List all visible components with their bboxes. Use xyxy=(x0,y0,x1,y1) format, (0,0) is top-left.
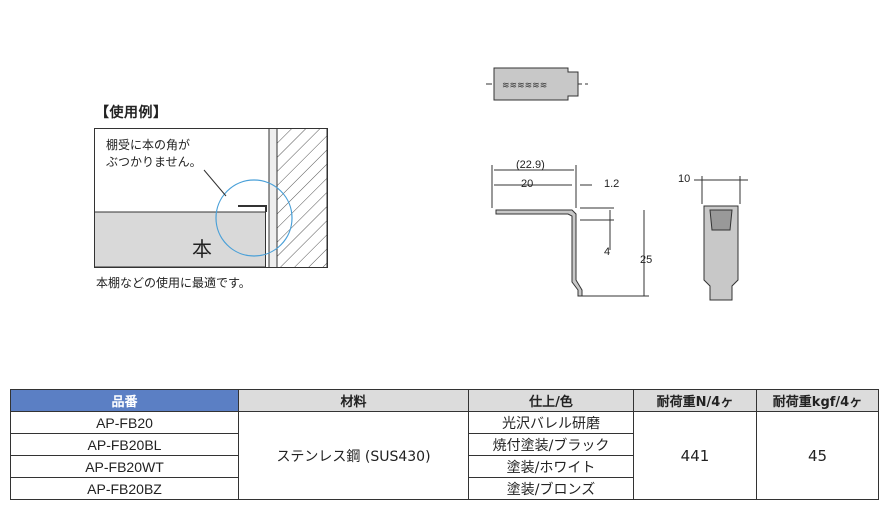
profile-shape xyxy=(495,209,583,297)
header-material: 材料 xyxy=(238,389,469,412)
side-view-drawing xyxy=(491,165,649,297)
note-line-2: ぶつかりません。 xyxy=(106,155,202,169)
model-cell: AP-FB20 xyxy=(10,411,239,434)
wall-panel xyxy=(268,128,278,268)
dim-20: 20 xyxy=(521,178,534,190)
part-front-view xyxy=(694,176,748,301)
finish-cell: 焼付塗装/ブラック xyxy=(468,433,634,456)
front-slot xyxy=(709,209,733,231)
part-marking: ≋≋≋≋≋≋ xyxy=(502,80,547,90)
dim-10: 10 xyxy=(678,173,691,185)
table-row: AP-FB20WT 塗装/ホワイト xyxy=(10,455,879,478)
dim-1-2: 1.2 xyxy=(604,178,620,190)
book-label: 本 xyxy=(192,237,212,261)
table-row: AP-FB20 ステンレス鋼 (SUS430) 光沢バレル研磨 441 45 xyxy=(10,411,879,500)
note-line-1: 棚受に本の角が xyxy=(106,138,191,152)
model-cell: AP-FB20BL xyxy=(10,433,239,456)
highlight-circle xyxy=(215,179,293,257)
finish-cell: 塗装/ホワイト xyxy=(468,455,634,478)
table-header-row: 品番 材料 仕上/色 耐荷重N/4ヶ 耐荷重kgf/4ヶ xyxy=(10,389,879,412)
dim-25: 25 xyxy=(640,254,653,266)
illustration-note: 棚受に本の角が ぶつかりません。 xyxy=(106,137,202,171)
part-top-view: ≋≋≋≋≋≋ xyxy=(486,67,588,101)
model-cell: AP-FB20WT xyxy=(10,455,239,478)
example-caption: 本棚などの使用に最適です。 xyxy=(96,276,251,290)
header-load-n: 耐荷重N/4ヶ xyxy=(633,389,757,412)
bracket-shape xyxy=(238,205,267,212)
dim-22-9: (22.9) xyxy=(516,159,545,171)
book-shape xyxy=(94,211,266,268)
load-n-cell: 441 xyxy=(633,411,757,500)
spec-table: 品番 材料 仕上/色 耐荷重N/4ヶ 耐荷重kgf/4ヶ AP-FB20 ステン… xyxy=(10,389,879,500)
finish-cell: 塗装/ブロンズ xyxy=(468,477,634,500)
material-cell: ステンレス鋼 (SUS430) xyxy=(238,411,469,500)
usage-illustration xyxy=(94,128,328,268)
header-load-kgf: 耐荷重kgf/4ヶ xyxy=(756,389,879,412)
example-heading: 【使用例】 xyxy=(95,105,168,121)
wall-hatch xyxy=(276,128,328,268)
header-finish: 仕上/色 xyxy=(468,389,634,412)
header-model: 品番 xyxy=(10,389,239,412)
leader-line xyxy=(203,169,227,197)
load-kgf-cell: 45 xyxy=(756,411,879,500)
table-row: AP-FB20BZ 塗装/ブロンズ xyxy=(10,477,879,500)
model-cell: AP-FB20BZ xyxy=(10,477,239,500)
dim-4: 4 xyxy=(604,246,611,258)
finish-cell: 光沢バレル研磨 xyxy=(468,411,634,434)
part-body xyxy=(493,67,579,101)
